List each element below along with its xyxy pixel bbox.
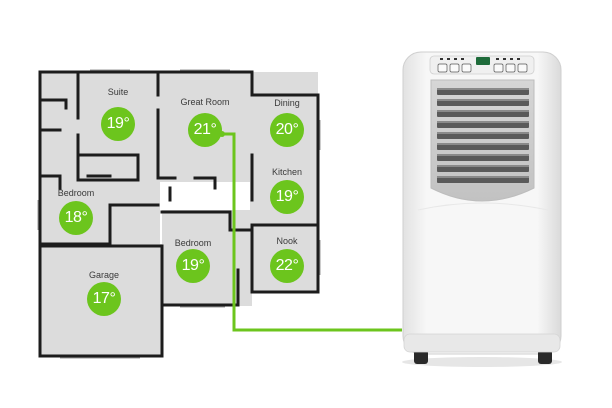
room-label-kitchen: Kitchen [271, 167, 303, 177]
ac-swing-button[interactable] [505, 63, 516, 73]
temp-badge-kitchen[interactable]: 19° [270, 180, 304, 214]
ac-mode-button[interactable] [449, 63, 460, 73]
window-marks [37, 69, 321, 359]
connection-line [222, 132, 402, 332]
temp-badge-dining[interactable]: 20° [270, 113, 304, 147]
ac-top-indicators [440, 58, 520, 60]
temp-badge-suite[interactable]: 19° [101, 107, 135, 141]
ac-power-button[interactable] [437, 63, 448, 73]
temp-badge-bedroom-left[interactable]: 18° [59, 201, 93, 235]
room-label-dining: Dining [274, 98, 300, 108]
ac-up-button[interactable] [517, 63, 528, 73]
room-label-suite: Suite [107, 87, 129, 97]
room-label-bedroom-center: Bedroom [174, 238, 212, 248]
room-label-great-room: Great Room [180, 97, 230, 107]
ac-fan-button[interactable] [461, 63, 472, 73]
temp-badge-bedroom-center[interactable]: 19° [176, 249, 210, 283]
walls [38, 70, 320, 358]
temp-badge-garage[interactable]: 17° [87, 282, 121, 316]
ac-display [476, 57, 490, 65]
room-label-garage: Garage [88, 270, 120, 280]
room-label-nook: Nook [276, 236, 298, 246]
temp-badge-nook[interactable]: 22° [270, 249, 304, 283]
room-label-bedroom-left: Bedroom [57, 188, 95, 198]
ac-timer-button[interactable] [493, 63, 504, 73]
temp-badge-great-room[interactable]: 21° [188, 113, 222, 147]
